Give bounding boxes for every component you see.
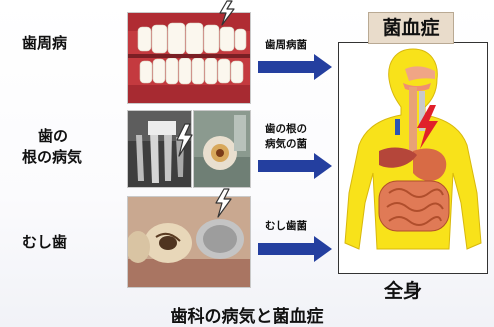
periodontal-teeth-image — [128, 13, 250, 103]
caption: 歯科の病気と菌血症 — [0, 302, 494, 327]
whole-body-label: 全身 — [384, 276, 422, 303]
arrow-right-icon — [258, 54, 332, 80]
arrow-periodontal — [258, 54, 332, 80]
label-root-disease-line1: 歯の — [38, 126, 68, 147]
red-lightning-icon — [412, 104, 442, 150]
root-canal-photo — [193, 110, 251, 188]
human-body-icon — [339, 43, 487, 273]
sepsis-title: 菌血症 — [368, 12, 454, 44]
arrow-label-root-bacteria-line2: 病気の菌 — [265, 137, 307, 152]
label-root-disease-line2: 根の病気 — [22, 147, 82, 168]
lightning-icon — [210, 188, 236, 218]
label-caries: むし歯 — [22, 232, 67, 253]
arrow-label-periodontal-bacteria: 歯周病菌 — [265, 38, 307, 53]
lightning-icon — [213, 0, 239, 26]
arrow-right-icon — [258, 153, 332, 179]
arrow-root — [258, 153, 332, 179]
lightning-icon — [172, 123, 196, 157]
root-canal-image — [194, 111, 250, 187]
arrow-right-icon — [258, 236, 332, 262]
label-periodontal-disease: 歯周病 — [22, 33, 67, 54]
arrow-label-caries-bacteria: むし歯菌 — [265, 219, 307, 234]
arrow-caries — [258, 236, 332, 262]
body-diagram-panel — [338, 42, 488, 274]
arrow-label-root-bacteria-line1: 歯の根の — [265, 122, 307, 137]
